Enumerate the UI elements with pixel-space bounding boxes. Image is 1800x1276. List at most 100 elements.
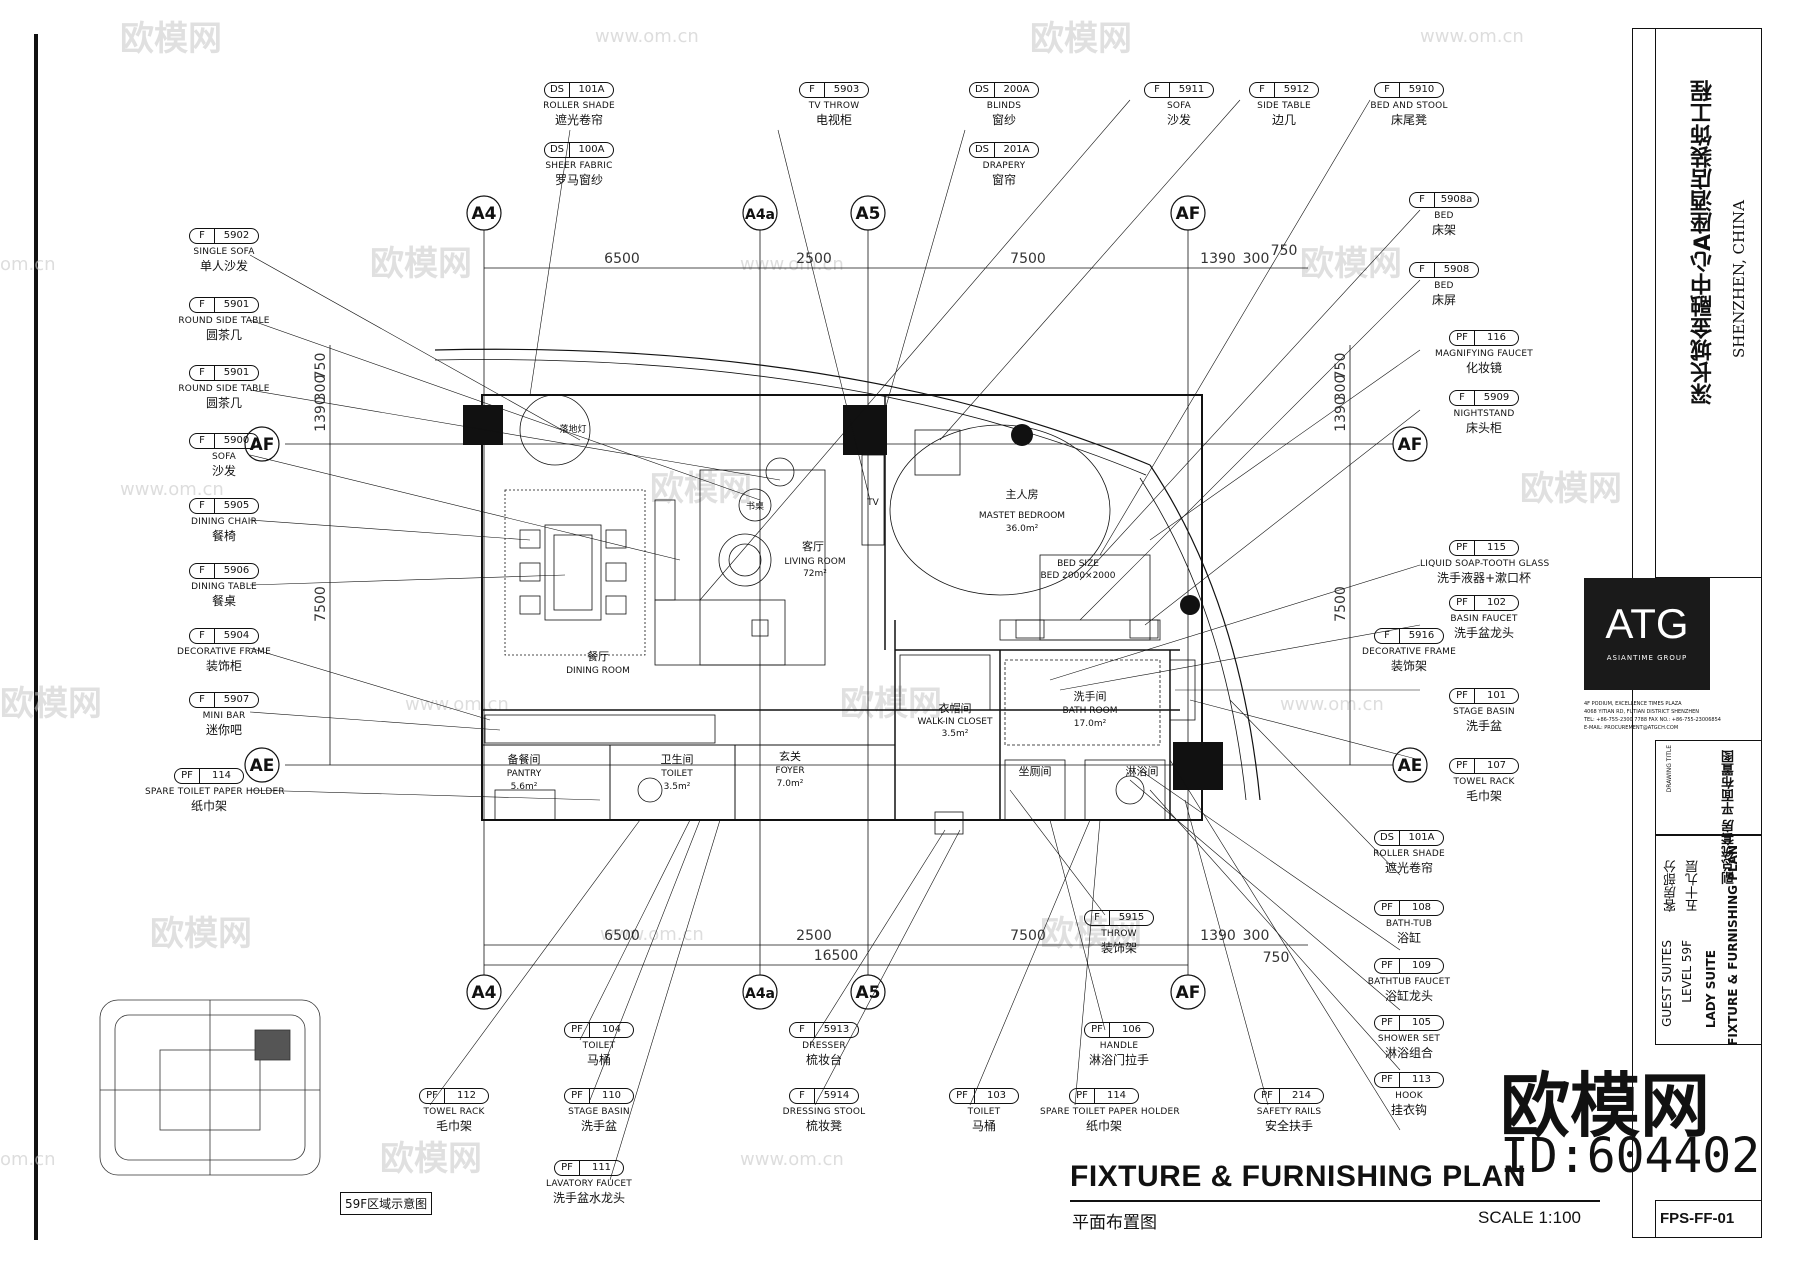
dimension-text: 2500 — [796, 928, 832, 944]
fixture-tag-cn: 淋浴组合 — [1384, 1046, 1433, 1060]
watermark-brand: 欧模网 — [1030, 19, 1132, 59]
room-name: 坐厕间 — [1019, 765, 1052, 778]
fixture-tag-en: ROUND SIDE TABLE — [178, 384, 270, 394]
fixture-tag-cn: 边几 — [1271, 113, 1296, 127]
fixture-tag-number: 105 — [1411, 1017, 1432, 1028]
fixture-tag-cn: 马桶 — [586, 1053, 611, 1067]
fixture-tag-en: SAFETY RAILS — [1256, 1107, 1322, 1117]
fixture-tag-number: 5906 — [223, 565, 250, 576]
dimension-total: 16500 — [814, 948, 859, 964]
fixture-tag-cn: 圆茶几 — [205, 328, 242, 342]
dimension-text: 1390 — [1200, 251, 1236, 267]
fixture-tag-en: THROW — [1101, 929, 1137, 939]
dimension-bottom: 6500 2500 7500 1390 300 750 16500 — [484, 928, 1308, 966]
fixture-tag-prefix: F — [190, 366, 215, 380]
dimension-text: 300 — [1243, 928, 1270, 944]
fixture-tag-number: 103 — [986, 1090, 1007, 1101]
plan-note: BED SIZE — [1057, 559, 1099, 569]
grid-label: A5 — [856, 204, 881, 224]
fixture-tag-en: DRESSING STOOL — [782, 1107, 866, 1117]
fixture-tag-number: 104 — [601, 1024, 622, 1035]
grid-label: A5 — [856, 983, 881, 1003]
fixture-tag-prefix: F — [190, 499, 215, 513]
project-name: 深长城金融中心A座酒店装饰工程 — [1691, 80, 1716, 406]
watermark-url: www.om.cn — [600, 924, 704, 945]
plan-note: 落地灯 — [559, 423, 586, 435]
fixture-tag-number: 5904 — [223, 630, 250, 641]
fixture-tag-cn: 挂衣钩 — [1390, 1103, 1427, 1117]
watermark-brand: 欧模网 — [370, 244, 472, 284]
plan-note: BED 2000×2000 — [1040, 571, 1115, 581]
fixture-tag-number: 111 — [591, 1162, 612, 1173]
dimension-text: 1390 — [1200, 928, 1236, 944]
fixture-tag-number: 214 — [1291, 1090, 1312, 1101]
fixture-tag-cn: 梳妆凳 — [805, 1119, 842, 1133]
room-name: 玄关 — [779, 749, 801, 763]
fixture-tag-en: BED — [1434, 211, 1454, 221]
fixture-tag-en: BED — [1434, 281, 1454, 291]
fixture-tag-number: 5913 — [823, 1024, 850, 1035]
fixture-tag-prefix: PF — [1450, 331, 1475, 345]
fixture-tag-prefix: F — [800, 83, 825, 97]
dimension-text: 1390 — [313, 396, 329, 432]
fixture-tag-number: 102 — [1486, 597, 1507, 608]
fixture-tag-code: PF 107 — [1449, 758, 1519, 774]
fixture-tag-number: 107 — [1486, 760, 1507, 771]
company-logo-sub: ASIANTIME GROUP — [1606, 654, 1688, 662]
room-area: 5.6m² — [511, 782, 538, 792]
dimension-left: 750 300 1390 7500 — [313, 345, 331, 765]
grid-bubbles-bottom: A4 A4a A5 AF — [466, 974, 1206, 1010]
fixture-tag-code: PF 110 — [564, 1088, 634, 1104]
watermark-brand: 欧模网 — [840, 684, 942, 724]
fixture-tag-number: 5908a — [1440, 194, 1473, 205]
fixture-tag-prefix: PF — [1375, 959, 1400, 973]
level-en: LEVEL 59F — [1680, 940, 1694, 1003]
watermark-brand: 欧模网 — [150, 914, 252, 954]
fixture-tag-prefix: PF — [1450, 541, 1475, 555]
fixture-tag-prefix: F — [190, 298, 215, 312]
fixture-tag-prefix: F — [1410, 193, 1435, 207]
grid-label: A4 — [472, 983, 497, 1003]
fixture-tag-en: ROLLER SHADE — [543, 101, 615, 111]
room-labels: 主人房 MASTET BEDROOM 36.0m² 客厅 LIVING ROOM… — [507, 423, 1159, 792]
fixture-tag-prefix: PF — [1450, 759, 1475, 773]
fixture-tag-prefix: F — [190, 229, 215, 243]
fixture-tag-prefix: PF — [565, 1089, 590, 1103]
plan-note: 书桌 — [746, 500, 764, 512]
fixture-tag-en: ROLLER SHADE — [1373, 849, 1445, 859]
fixture-tag-number: 100A — [578, 144, 605, 155]
fixture-tag-cn: 淋浴门拉手 — [1088, 1053, 1149, 1067]
room-area: 3.5m² — [664, 782, 691, 792]
grid-label: AF — [1398, 435, 1423, 455]
grid-label: AE — [250, 756, 275, 776]
title-underline — [1070, 1200, 1600, 1202]
title-block-drawing-title — [1655, 740, 1762, 835]
fixture-tag-en: TOWEL RACK — [1453, 777, 1515, 787]
company-logo: ATG ASIANTIME GROUP — [1584, 578, 1710, 690]
fixture-tag-cn: 洗手盆 — [1465, 719, 1502, 733]
grid-label: A4a — [745, 207, 775, 223]
fixture-tag-number: 110 — [601, 1090, 622, 1101]
fixture-tag-cn: 窗帘 — [991, 173, 1016, 187]
fixture-tag-prefix: F — [790, 1023, 815, 1037]
fixture-tag-number: 101A — [1408, 832, 1435, 843]
fixture-tag-prefix: PF — [1085, 1023, 1110, 1037]
fixture-tag-en: TV THROW — [808, 101, 860, 111]
fixture-tag-code: F 5908a — [1409, 192, 1479, 208]
